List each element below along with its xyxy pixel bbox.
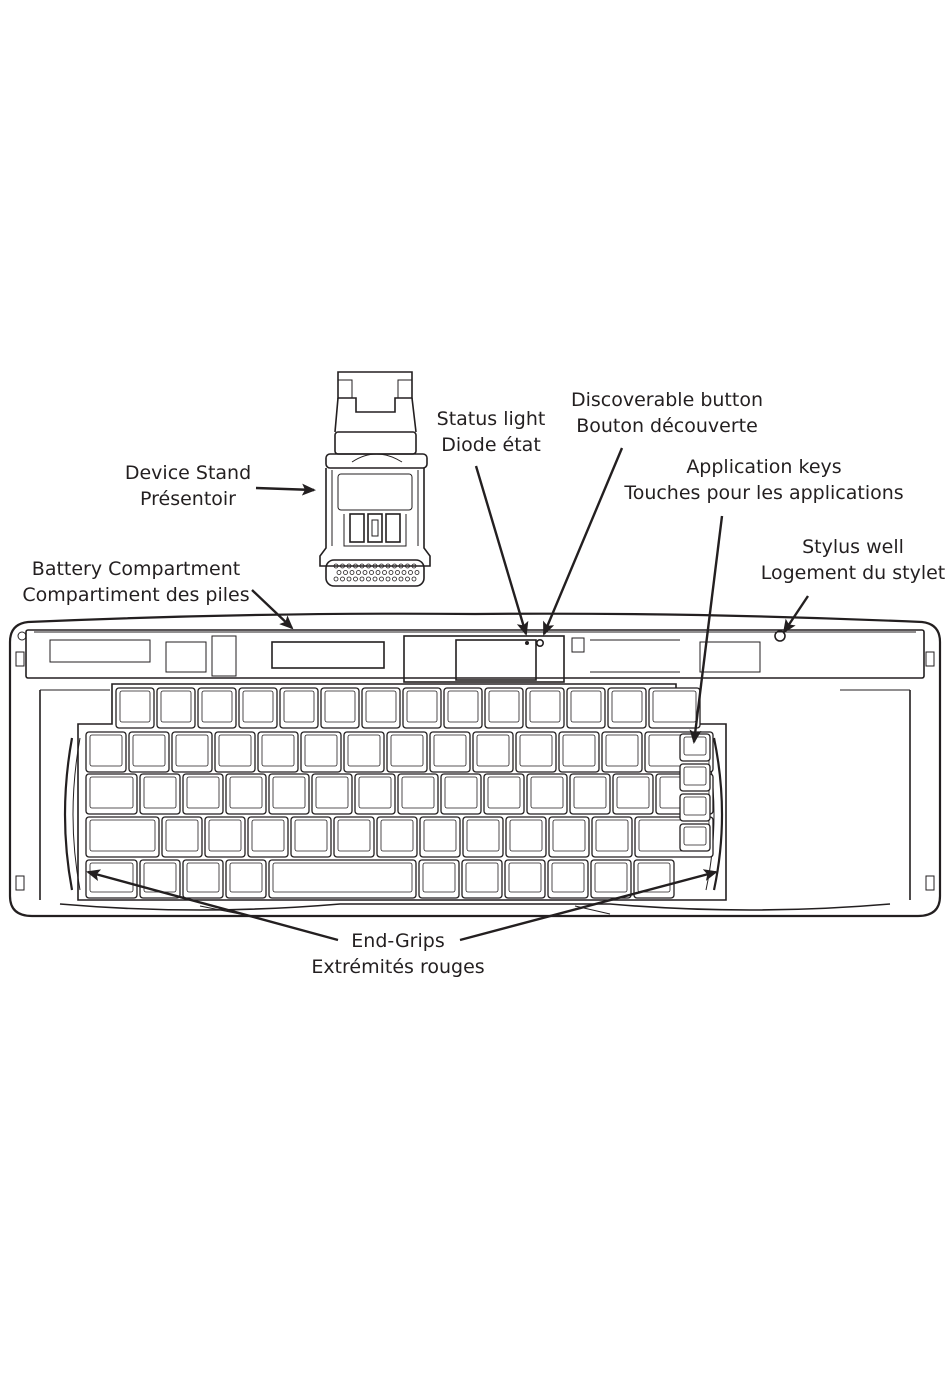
battery-label: Battery Compartment Compartiment des pil… [22, 558, 249, 606]
grip-dot [360, 577, 364, 581]
grip-dot [363, 571, 367, 575]
grip-dot [380, 577, 384, 581]
discoverable-en: Discoverable button [571, 389, 763, 411]
battery-fr: Compartiment des piles [22, 584, 249, 606]
grip-dot [373, 577, 377, 581]
app-keys-arrow [694, 516, 722, 742]
grip-dot [402, 571, 406, 575]
grip-dot [350, 571, 354, 575]
grip-dot [383, 571, 387, 575]
grip-dot [367, 577, 371, 581]
battery-arrow [252, 590, 292, 628]
end-grips-en: End-Grips [351, 930, 444, 952]
grip-dot [347, 577, 351, 581]
status-light-en: Status light [437, 408, 546, 430]
grip-dot [376, 571, 380, 575]
stylus-arrow [784, 596, 808, 632]
grip-dot [337, 571, 341, 575]
stylus-en: Stylus well [802, 536, 904, 558]
discoverable-fr: Bouton découverte [576, 415, 758, 437]
grip-dot [409, 571, 413, 575]
end-grips-label: End-Grips Extrémités rouges [311, 930, 484, 978]
device-stand-en: Device Stand [125, 462, 251, 484]
discoverable-arrow [544, 448, 622, 634]
app-keys-fr: Touches pour les applications [623, 482, 903, 504]
grip-dot [334, 577, 338, 581]
grip-dot [393, 577, 397, 581]
app-keys-en: Application keys [686, 456, 841, 478]
device-stand-label: Device Stand Présentoir [125, 462, 251, 510]
device-stand-arrow [256, 488, 314, 490]
grip-dot [415, 571, 419, 575]
grip-dot [406, 577, 410, 581]
keyboard-illustration [10, 614, 940, 916]
grip-dot [357, 571, 361, 575]
end-grips-fr: Extrémités rouges [311, 956, 484, 978]
grip-dot [386, 577, 390, 581]
grip-dot [399, 577, 403, 581]
device-stand-fr: Présentoir [140, 488, 236, 510]
grip-dot [389, 571, 393, 575]
grip-dot [412, 577, 416, 581]
grip-dot [341, 577, 345, 581]
status-light-arrow [476, 466, 526, 634]
app-keys-label: Application keys Touches pour les applic… [623, 456, 903, 504]
grip-dot [396, 571, 400, 575]
status-light-fr: Diode état [441, 434, 541, 456]
stylus-fr: Logement du stylet [761, 562, 946, 584]
status-light-label: Status light Diode état [437, 408, 546, 456]
grip-dot [354, 577, 358, 581]
grip-dot [370, 571, 374, 575]
battery-en: Battery Compartment [32, 558, 240, 580]
device-stand-illustration [320, 372, 430, 586]
stylus-label: Stylus well Logement du stylet [761, 536, 946, 584]
discoverable-label: Discoverable button Bouton découverte [571, 389, 763, 437]
grip-dot [344, 571, 348, 575]
